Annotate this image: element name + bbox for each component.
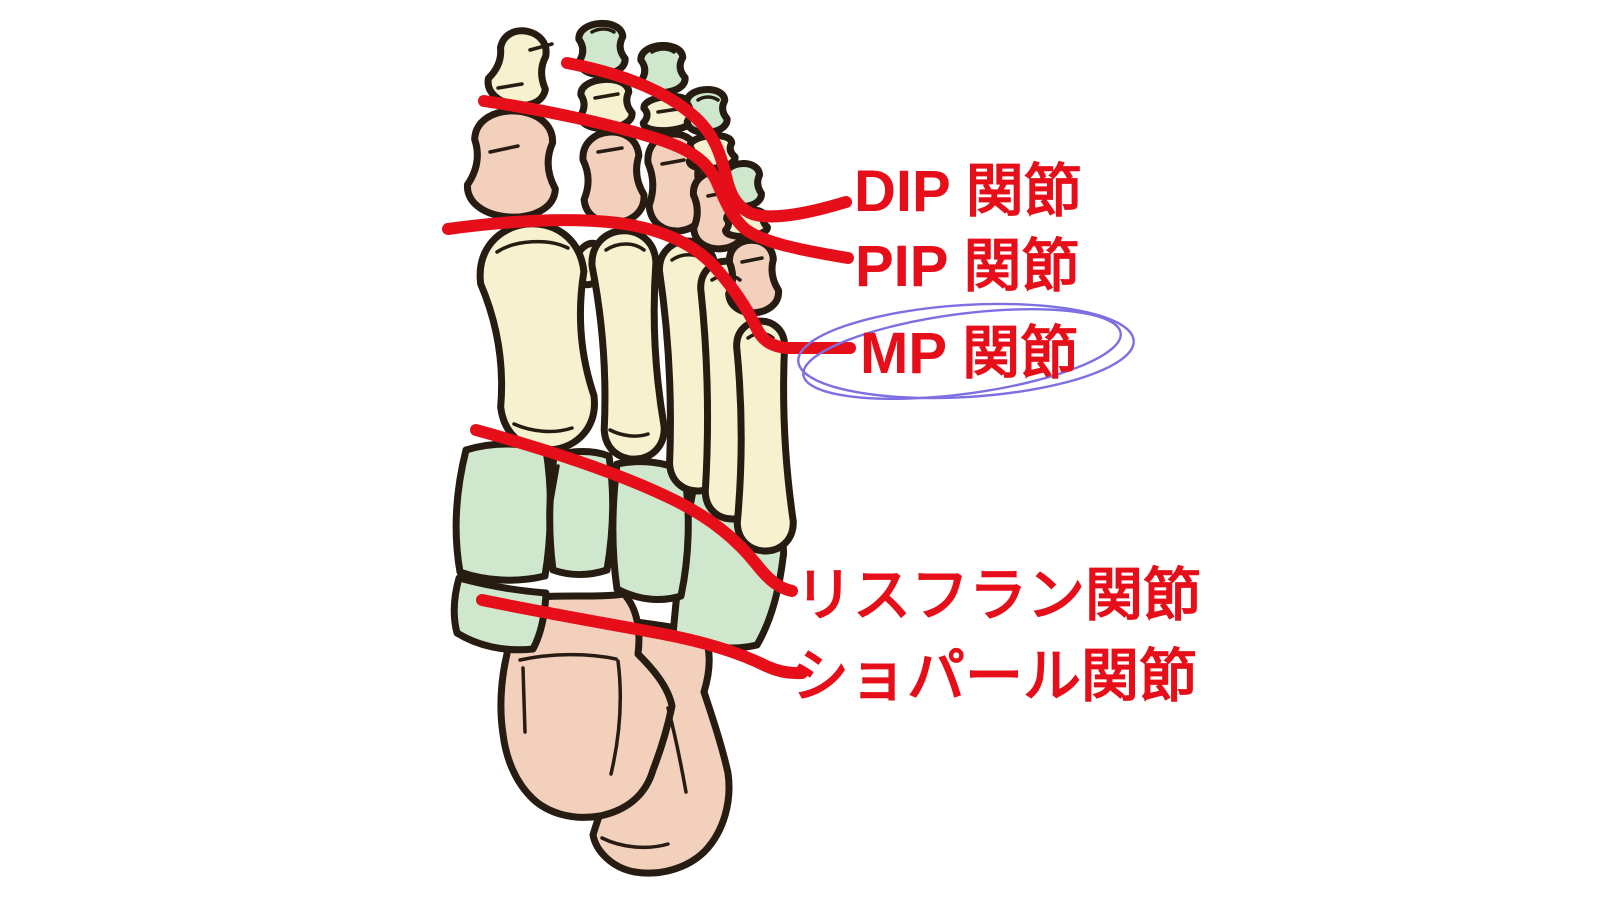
hindfoot-group — [497, 590, 733, 877]
intermediate-cuneiform — [546, 448, 617, 578]
talus — [497, 590, 676, 821]
navicular — [450, 574, 550, 654]
label-dip-joint: DIP 関節 — [854, 159, 1082, 224]
label-mp-joint: MP 関節 — [860, 321, 1079, 386]
joint-lines-group — [442, 57, 856, 680]
chopart-joint-line — [476, 594, 808, 680]
pip-joint-line — [478, 95, 854, 264]
bone-detail-lines — [488, 27, 775, 850]
lisfranc-joint-line — [470, 424, 798, 597]
label-chopart-joint: ショパール関節 — [791, 644, 1198, 709]
label-lisfranc-joint: リスフラン関節 — [795, 563, 1202, 628]
metatarsal-1 — [476, 220, 598, 454]
distal-phalanx-1 — [484, 27, 550, 109]
proximal-phalanx-2 — [579, 128, 648, 227]
dip-joint-line — [561, 57, 852, 223]
label-pip-joint: PIP 関節 — [855, 234, 1080, 299]
metatarsal-5 — [733, 317, 797, 555]
metatarsal-2 — [588, 227, 668, 463]
medial-cuneiform — [452, 440, 554, 584]
proximal-phalanx-1 — [463, 107, 559, 221]
mp-joint-line — [442, 214, 856, 354]
mp-highlight-ellipse — [797, 302, 1135, 401]
